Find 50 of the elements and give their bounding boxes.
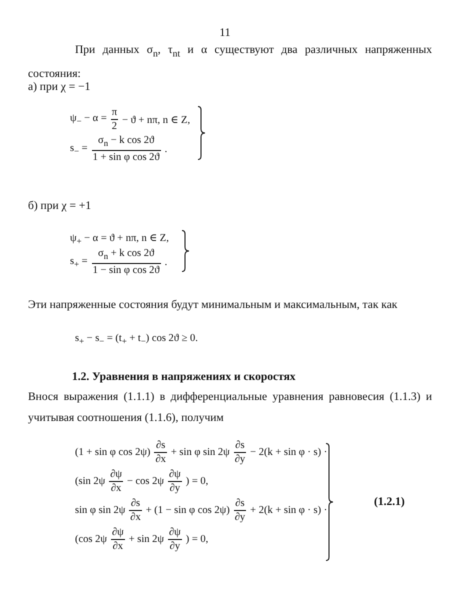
paragraph: а) при χ = −1 — [28, 80, 90, 95]
denominator: ∂y — [168, 482, 182, 495]
numerator: ∂s — [234, 497, 246, 511]
denominator: 2 — [110, 120, 118, 133]
paragraph: б) при χ = +1 — [28, 199, 92, 214]
formula: + (1 − sin φ cos 2ψ) — [146, 505, 230, 516]
denominator: ∂y — [168, 540, 182, 553]
denominator: 1 + sin φ cos 2ϑ — [92, 151, 161, 164]
denominator: ∂x — [154, 453, 167, 466]
equation-number: (1.2.1) — [374, 495, 405, 510]
denominator: ∂y — [234, 453, 246, 466]
formula: ) = 0, — [186, 476, 208, 487]
numerator: ∂ψ — [110, 526, 125, 540]
formula: + sin 2ψ — [128, 534, 164, 545]
numerator: ∂s — [129, 497, 142, 511]
page-number: 11 — [218, 26, 232, 41]
formula: s$_{+}$ − s$_{−}$ = (t$_{+}$ + t$_{−}$) cos 2ϑ ≥ 0. — [75, 333, 198, 346]
numerator: ∂ψ — [109, 468, 123, 482]
formula: (cos 2ψ — [75, 534, 107, 545]
formula: − 2(k + sin φ · s) · — [250, 447, 328, 458]
formula: − cos 2ψ — [126, 476, 164, 487]
formula: s$_{−}$ = — [70, 142, 88, 156]
numerator: ∂s — [154, 439, 167, 453]
formula: (sin 2ψ — [75, 476, 106, 487]
formula: ψ$_{+}$ − α = ϑ + nπ, n ∈ Z, — [70, 232, 169, 246]
numerator: ∂ψ — [168, 468, 182, 482]
numerator: ∂ψ — [168, 526, 182, 540]
formula: + 2(k + sin φ · s) · — [250, 505, 328, 516]
denominator: ∂x — [112, 540, 124, 553]
formula: + sin φ sin 2ψ — [170, 447, 230, 458]
formula: (1 + sin φ cos 2ψ) — [75, 447, 150, 458]
formula: . — [164, 144, 168, 155]
denominator: ∂x — [110, 482, 122, 495]
formula: ) = 0, — [186, 534, 208, 545]
paragraph: Внося выражения (1.1.1) в дифференциальные уравнения равновесия (1.1.3) и учитывая соотношения (1.1.6), получим — [28, 390, 432, 426]
section-heading: 1.2. Уравнения в напряжениях и скоростях — [72, 370, 296, 385]
formula: − ϑ + nπ, n ∈ Z, — [122, 114, 190, 126]
numerator: σ$_{n}$ + k cos 2ϑ — [92, 247, 161, 264]
formula: . — [164, 256, 168, 268]
paragraph: Эти напряженные состояния будут минимальным и максимальным, так как — [28, 298, 398, 313]
numerator: σ$_{n}$ − k cos 2ϑ — [92, 134, 161, 152]
denominator: ∂y — [234, 511, 246, 524]
formula: sin φ sin 2ψ — [75, 505, 126, 516]
denominator: ∂x — [129, 511, 142, 524]
numerator: ∂s — [234, 439, 246, 453]
denominator: 1 − sin φ cos 2ϑ — [92, 264, 161, 278]
formula: ψ$_{−}$ − α = — [70, 112, 107, 126]
numerator: π — [110, 106, 118, 120]
formula: s$_{+}$ = — [70, 256, 88, 269]
paragraph: При данных σ$_{n}$, τ$_{nt}$ и α существуют два различных напряженных состояния: — [28, 43, 432, 82]
